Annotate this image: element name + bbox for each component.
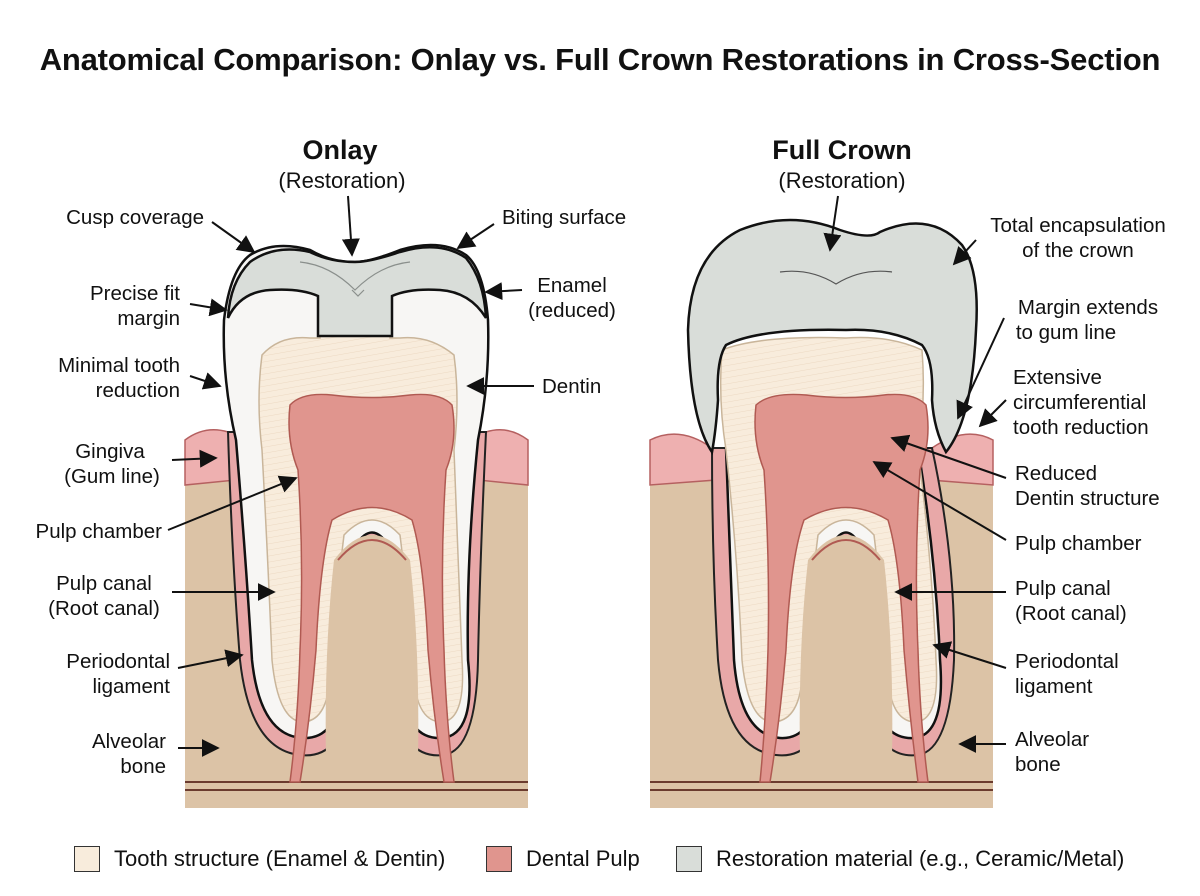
label-alveolar-bone: bone [1015,753,1061,776]
label-biting-surface: Biting surface [502,206,626,229]
label-total-encapsulation: Total encapsulation [990,214,1166,237]
legend-item-restoration-material: Restoration material (e.g., Ceramic/Meta… [676,846,1124,872]
label-precise-fit-margin: margin [117,307,180,330]
onlay-heading: Onlay [302,135,377,165]
legend-label: Restoration material (e.g., Ceramic/Meta… [716,846,1125,871]
label-pulp-canal: Pulp canal [1015,577,1111,600]
label-pulp-canal: (Root canal) [1015,602,1127,625]
label-pulp-chamber: Pulp chamber [1015,532,1142,555]
legend-swatch [486,846,512,872]
label-extensive-reduction: Extensive [1013,366,1102,389]
crown-panel [649,218,994,808]
page-title: Anatomical Comparison: Onlay vs. Full Cr… [39,42,1161,77]
onlay-restoration [226,246,488,338]
label-gingiva: (Gum line) [64,465,160,488]
label-alveolar-bone: Alveolar [1015,728,1089,751]
legend-swatch [676,846,702,872]
label-precise-fit-margin: Precise fit [90,282,180,305]
label-minimal-tooth-reduction: Minimal tooth [58,354,180,377]
label-cusp-coverage: Cusp coverage [66,206,204,229]
onlay-panel [184,243,529,808]
label-periodontal-ligament: Periodontal [66,650,170,673]
label-margin-extends: Margin extends [1018,296,1158,319]
label-extensive-reduction: tooth reduction [1013,416,1149,439]
legend-label: Tooth structure (Enamel & Dentin) [114,846,446,871]
legend: Tooth structure (Enamel & Dentin) Dental… [0,840,1200,880]
label-pulp-canal: Pulp canal [56,572,152,595]
label-periodontal-ligament: Periodontal [1015,650,1119,673]
label-periodontal-ligament: ligament [1015,675,1093,698]
crown-callouts [823,195,1007,753]
label-alveolar-bone: Alveolar [92,730,166,753]
onlay-subheading: (Restoration) [278,168,405,193]
label-reduced-dentin: Reduced [1015,462,1097,485]
legend-label: Dental Pulp [526,846,640,871]
label-margin-extends: to gum line [1016,321,1116,344]
dental-pulp [288,393,455,783]
label-gingiva: Gingiva [75,440,145,463]
crown-restoration [686,218,978,456]
label-pulp-canal: (Root canal) [48,597,160,620]
label-reduced-dentin: Dentin structure [1015,487,1160,510]
label-enamel-reduced: Enamel [537,274,607,297]
onlay-callouts [167,195,534,757]
dental-pulp [754,393,929,783]
label-minimal-tooth-reduction: reduction [96,379,180,402]
label-enamel-reduced: (reduced) [528,299,616,322]
label-extensive-reduction: circumferential [1013,391,1146,414]
legend-item-tooth-structure: Tooth structure (Enamel & Dentin) [74,846,445,872]
legend-item-dental-pulp: Dental Pulp [486,846,640,872]
label-alveolar-bone: bone [120,755,166,778]
label-pulp-chamber: Pulp chamber [36,520,163,543]
label-periodontal-ligament: ligament [93,675,171,698]
crown-heading: Full Crown [772,135,911,165]
crown-subheading: (Restoration) [778,168,905,193]
legend-swatch [74,846,100,872]
label-total-encapsulation: of the crown [1022,239,1134,262]
label-dentin: Dentin [542,375,601,398]
